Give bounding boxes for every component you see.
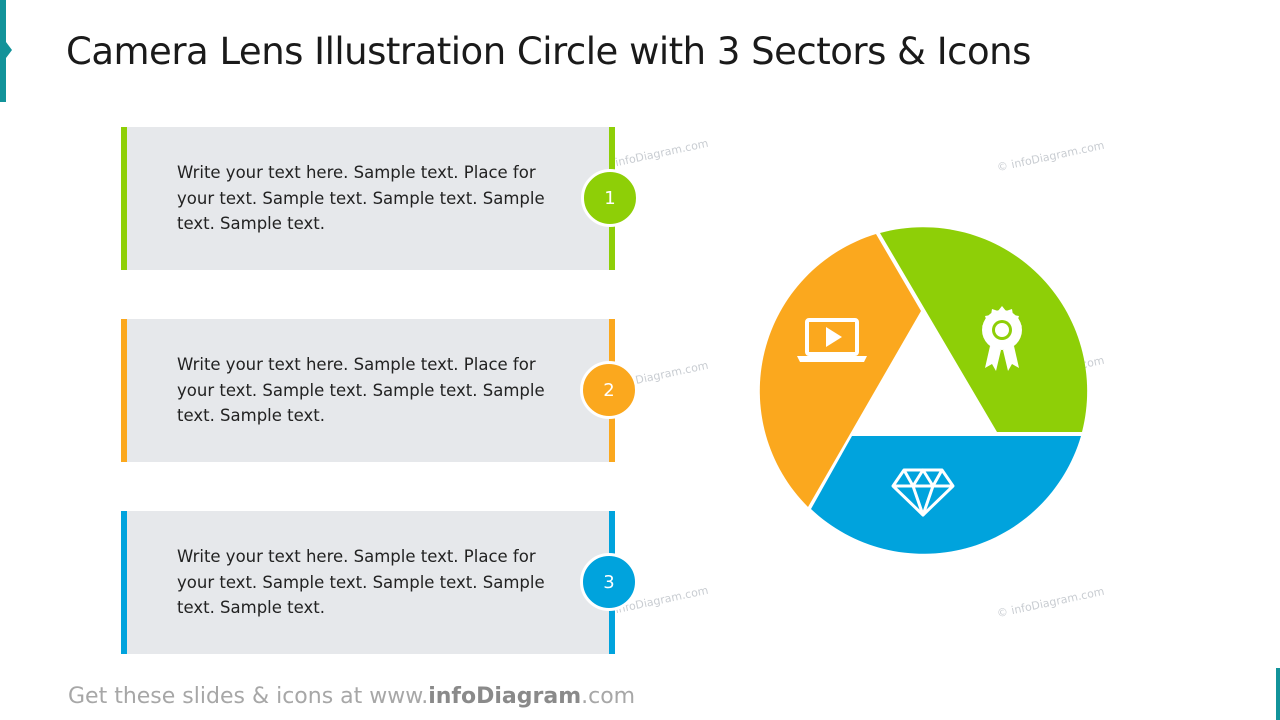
card-text: Write your text here. Sample text. Place… <box>177 163 545 233</box>
card-text: Write your text here. Sample text. Place… <box>177 547 545 617</box>
text-card-1: Write your text here. Sample text. Place… <box>121 127 615 270</box>
accent-bar <box>0 0 6 102</box>
number-badge-3: 3 <box>580 553 638 611</box>
card-left-bar <box>121 127 127 270</box>
laptop-play-icon <box>797 318 867 362</box>
number-badge-1: 1 <box>581 169 639 227</box>
number-badge-2: 2 <box>580 361 638 419</box>
footer-brand[interactable]: infoDiagram <box>428 684 582 709</box>
card-text: Write your text here. Sample text. Place… <box>177 355 545 425</box>
diamond-icon <box>891 468 955 517</box>
lens-sector-blue <box>811 436 1081 554</box>
footer-suffix: .com <box>581 684 636 709</box>
accent-notch <box>6 42 12 58</box>
card-left-bar <box>121 511 127 654</box>
card-left-bar <box>121 319 127 462</box>
footer: Get these slides & icons at www.infoDiag… <box>68 684 635 709</box>
corner-accent <box>1276 668 1280 720</box>
slide-title: Camera Lens Illustration Circle with 3 S… <box>66 30 1031 73</box>
text-card-3: Write your text here. Sample text. Place… <box>121 511 615 654</box>
footer-prefix: Get these slides & icons at www. <box>68 684 429 709</box>
award-ribbon-icon <box>982 306 1022 371</box>
text-card-2: Write your text here. Sample text. Place… <box>121 319 615 462</box>
lens-sector-orange <box>759 234 921 507</box>
